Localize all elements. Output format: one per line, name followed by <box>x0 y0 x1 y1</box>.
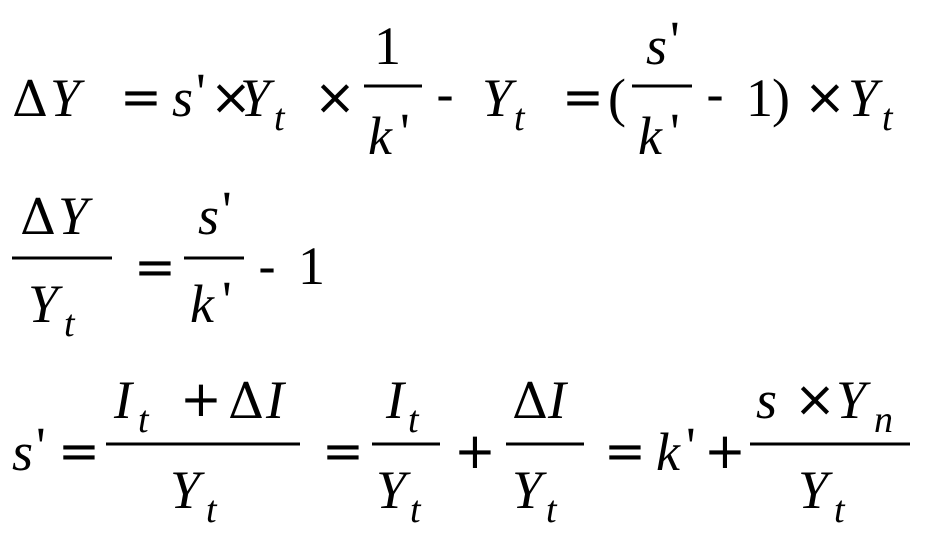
eq1-frac2-numerator-prime: ' <box>670 10 680 70</box>
eq1-y-3: Y <box>848 68 883 128</box>
eq3-lhs-prime: ' <box>36 416 46 476</box>
eq3-frac2-num-i-subscript: t <box>408 399 420 441</box>
eq1-s-prime: ' <box>196 62 206 122</box>
eq1-frac-denominator-k: k <box>368 106 393 166</box>
eq1-right-paren: ) <box>772 68 790 128</box>
eq3-frac1-den-y-subscript: t <box>206 489 218 531</box>
eq2-den-y: Y <box>28 274 63 334</box>
eq3-frac4-times: × <box>794 370 836 428</box>
eq3-fraction-4: s × Y n Y t <box>750 370 910 531</box>
eq1-minus-1: - <box>436 66 454 124</box>
eq1-y-2: Y <box>482 68 517 128</box>
eq2-frac-denominator-prime: ' <box>222 270 232 330</box>
equation-3: s ' = I t + Δ I Y t = I t Y t + Δ I Y t <box>12 370 910 531</box>
eq3-frac4-num-s: s <box>756 370 777 430</box>
eq3-k: k <box>656 422 681 482</box>
eq1-lhs-y: Y <box>50 68 85 128</box>
eq2-num-y: Y <box>58 186 93 246</box>
eq1-y-3-subscript: t <box>882 97 894 139</box>
eq3-frac1-num-i: I <box>113 370 135 430</box>
eq2-minus: - <box>258 238 276 296</box>
eq2-one: 1 <box>298 236 325 296</box>
eq3-frac3-num-i: I <box>547 370 569 430</box>
eq1-delta-symbol: Δ <box>12 70 48 128</box>
eq1-left-paren: ( <box>608 68 626 128</box>
eq2-equals: = <box>134 238 176 296</box>
eq3-frac2-num-i: I <box>385 370 407 430</box>
eq1-equals-2: = <box>562 68 604 126</box>
eq3-frac4-den-y: Y <box>798 460 833 520</box>
eq3-frac1-den-y: Y <box>170 460 205 520</box>
eq3-frac1-delta-symbol: Δ <box>228 372 264 430</box>
eq1-times-3: × <box>804 68 846 126</box>
eq1-frac2-denominator-prime: ' <box>670 102 680 162</box>
eq3-frac3-delta-symbol: Δ <box>512 372 548 430</box>
eq2-fraction-sprime-over-kprime: s ' k ' <box>184 180 244 334</box>
eq1-fraction-sprime-over-kprime: s ' k ' <box>632 10 692 166</box>
eq1-one: 1 <box>746 68 773 128</box>
eq3-k-prime: ' <box>686 416 696 476</box>
eq3-frac4-num-y: Y <box>836 370 871 430</box>
eq2-den-y-subscript: t <box>64 303 76 345</box>
eq1-frac2-denominator-k: k <box>638 106 663 166</box>
eq1-minus-2: - <box>706 66 724 124</box>
eq1-fraction-one-over-kprime: 1 k ' <box>364 16 422 166</box>
eq2-frac-numerator-s: s <box>198 186 219 246</box>
eq3-frac3-den-y-subscript: t <box>546 489 558 531</box>
eq1-y-2-subscript: t <box>514 97 526 139</box>
eq1-y-1-subscript: t <box>274 97 286 139</box>
eq2-num-delta-symbol: Δ <box>20 188 56 246</box>
eq3-fraction-3: Δ I Y t <box>506 370 584 531</box>
equation-1: Δ Y = s ' × Y t × 1 k ' - Y t = ( s ' k … <box>12 10 894 166</box>
eq1-times-2: × <box>314 68 356 126</box>
eq1-times-1: × <box>210 68 252 126</box>
eq3-plus-2: + <box>704 422 746 480</box>
eq3-frac3-den-y: Y <box>512 460 547 520</box>
eq1-y-1: Y <box>240 68 275 128</box>
eq3-plus-1: + <box>454 422 496 480</box>
eq1-frac2-numerator-s: s <box>646 16 667 76</box>
eq1-frac-numerator: 1 <box>374 16 401 76</box>
eq3-frac1-plus: + <box>180 370 222 428</box>
eq1-frac-denominator-prime: ' <box>400 102 410 162</box>
eq3-frac4-den-y-subscript: t <box>834 489 846 531</box>
equation-2: Δ Y Y t = s ' k ' - 1 <box>12 180 325 345</box>
eq2-frac-denominator-k: k <box>190 274 215 334</box>
eq3-equals-3: = <box>604 422 646 480</box>
eq2-frac-numerator-prime: ' <box>222 180 232 240</box>
eq3-fraction-1: I t + Δ I Y t <box>106 370 300 531</box>
eq1-s: s <box>172 68 193 128</box>
eq3-frac4-num-y-subscript: n <box>874 399 893 441</box>
eq3-equals-1: = <box>58 422 100 480</box>
eq3-fraction-2: I t Y t <box>372 370 440 531</box>
eq3-frac1-num-i-2: I <box>265 370 287 430</box>
eq2-fraction-deltay-over-yt: Δ Y Y t <box>12 186 112 345</box>
eq3-frac1-num-i-subscript: t <box>138 399 150 441</box>
eq3-lhs-s: s <box>12 422 33 482</box>
eq1-equals-1: = <box>120 68 162 126</box>
eq3-frac2-den-y: Y <box>376 460 411 520</box>
eq3-frac2-den-y-subscript: t <box>410 489 422 531</box>
eq3-equals-2: = <box>322 422 364 480</box>
